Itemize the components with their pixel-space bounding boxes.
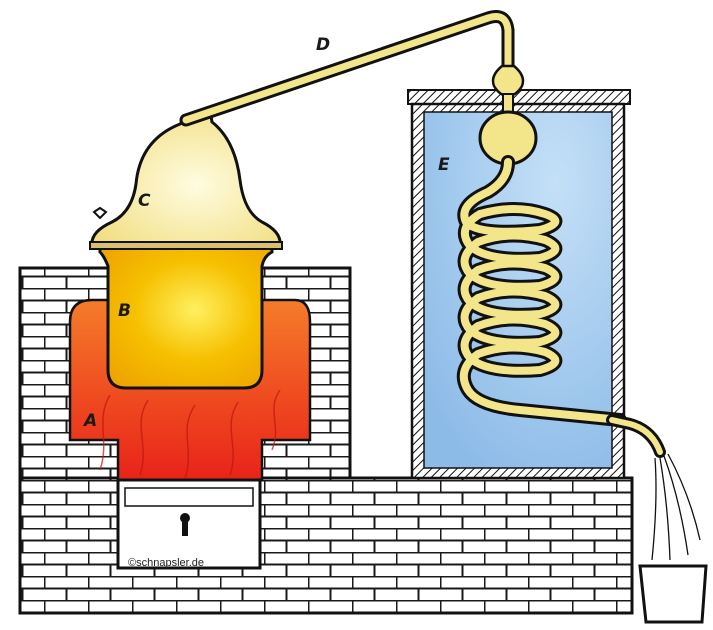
collecting-bucket [640, 566, 706, 622]
valve-icon [94, 208, 106, 218]
condenser-lid [408, 90, 630, 104]
label-a: A [82, 411, 97, 431]
label-d: D [316, 35, 330, 55]
label-c: C [138, 191, 151, 211]
label-e: E [438, 155, 450, 175]
credit-text: ©schnapsler.de [128, 557, 204, 569]
still-helmet [92, 110, 280, 246]
label-b: B [118, 301, 131, 321]
grate [125, 488, 253, 506]
distillate-stream [652, 454, 700, 560]
still-rim [90, 242, 282, 249]
brick-base [20, 478, 632, 613]
